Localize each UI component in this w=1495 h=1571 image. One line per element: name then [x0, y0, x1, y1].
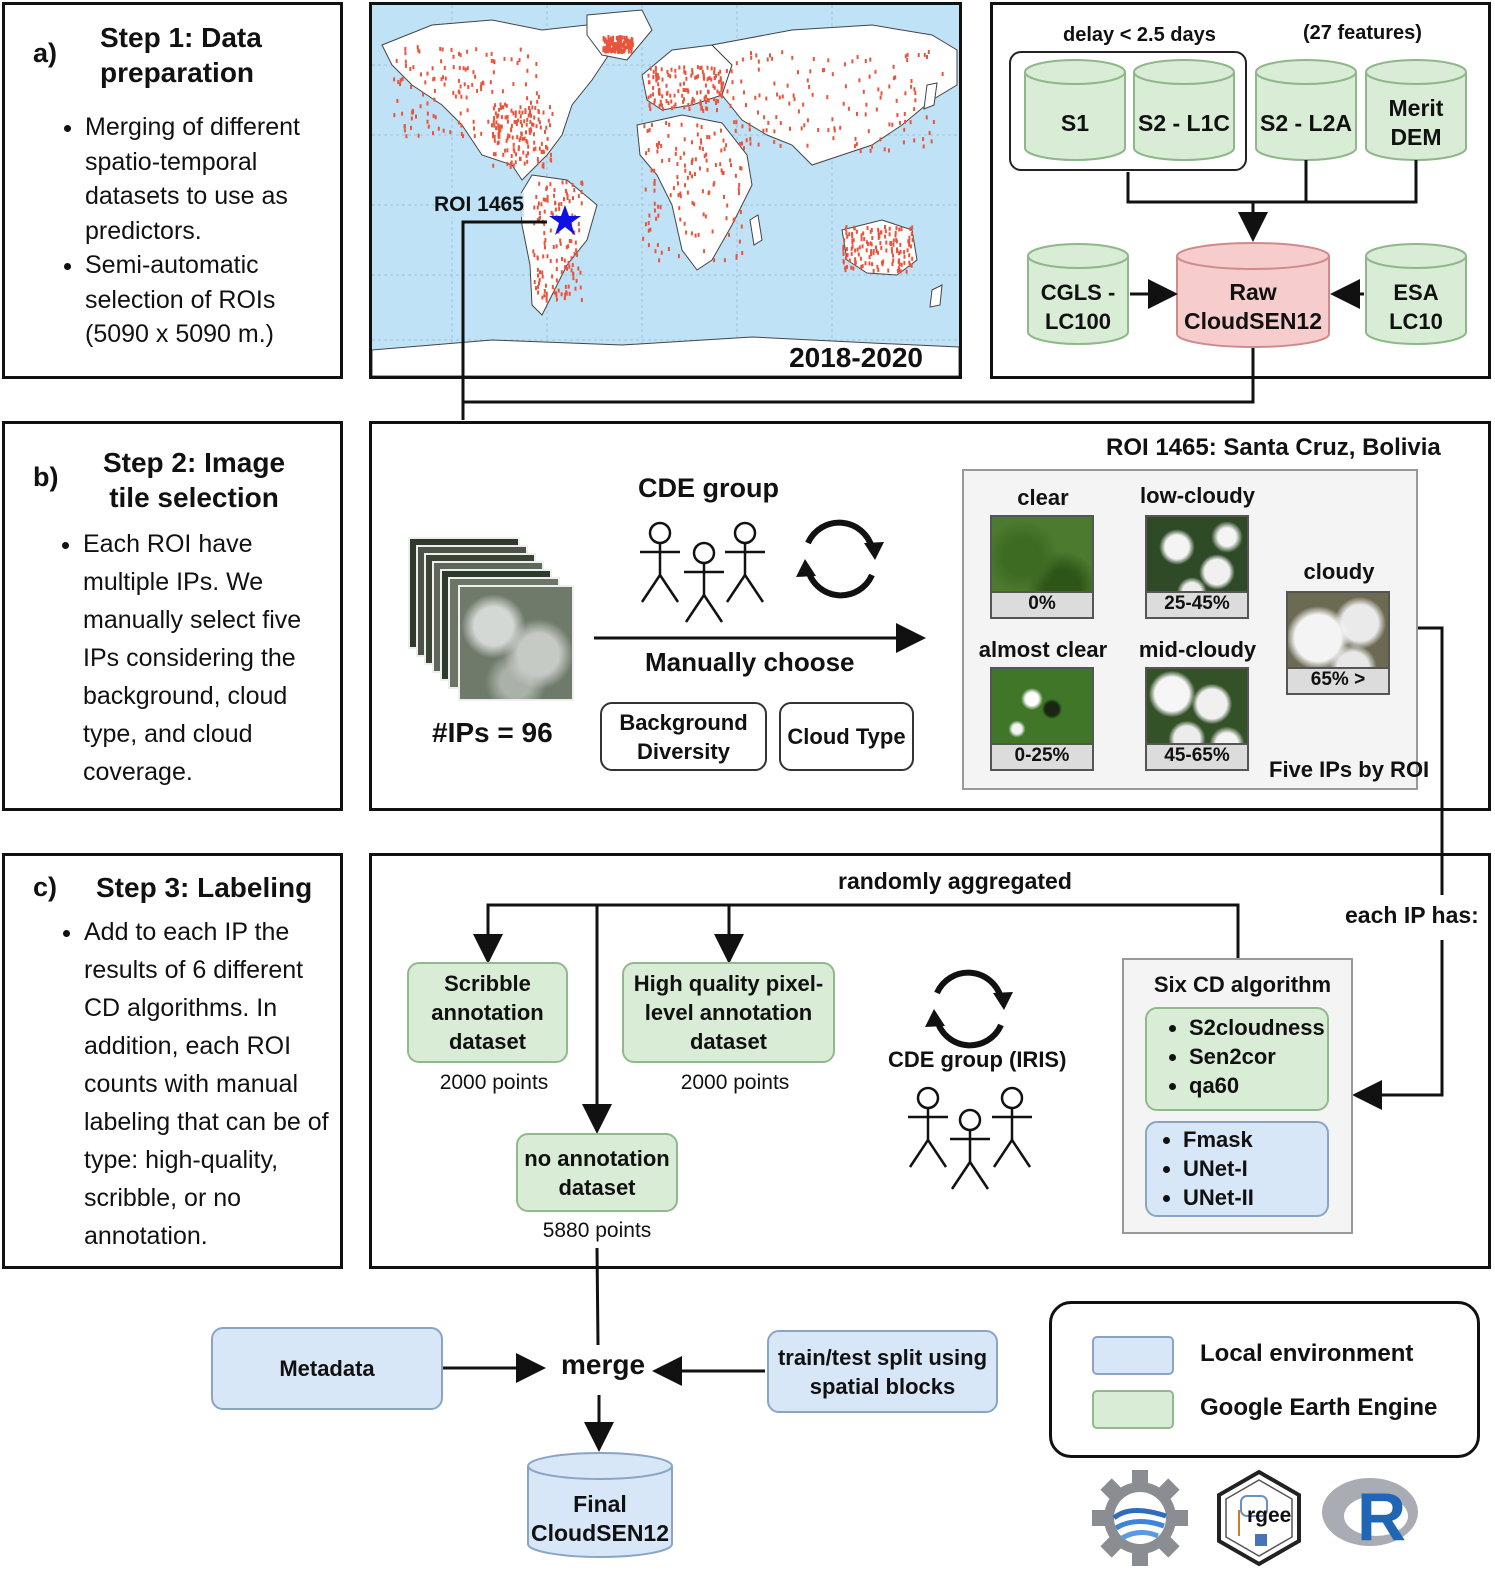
merge-label: merge — [561, 1349, 646, 1380]
features-label: (27 features) — [1303, 22, 1422, 44]
hq-dataset-box: High quality pixel-level annotation data… — [622, 962, 835, 1063]
split-box: train/test split using spatial blocks — [767, 1330, 998, 1413]
legend-gee-label: Google Earth Engine — [1200, 1394, 1438, 1421]
world-map: ROI 1465 2018-2020 — [369, 2, 962, 379]
each-ip-has-label: each IP has: — [1345, 900, 1479, 931]
randomly-aggregated-label: randomly aggregated — [838, 868, 1072, 894]
step1-title: Step 1: Data preparation — [100, 22, 262, 88]
earth-engine-logo — [1092, 1470, 1188, 1566]
background-diversity-box: Background Diversity — [600, 702, 767, 771]
map-years: 2018-2020 — [789, 342, 923, 373]
step1-bullet: Merging of different spatio-temporal dat… — [85, 110, 333, 248]
algo-s2cloudness: S2cloudness — [1189, 1013, 1327, 1042]
tile-range-almost-clear: 0-25% — [992, 743, 1092, 769]
tile-title-mid-cloudy: mid-cloudy — [1138, 637, 1257, 662]
source-cgls-label: CGLS - LC100 — [1040, 280, 1116, 334]
manually-choose-label: Manually choose — [645, 647, 855, 677]
ip-front-tile — [458, 585, 574, 701]
ip-stack — [408, 537, 574, 701]
tile-cloudy: 65% > — [1286, 591, 1390, 695]
source-raw-label: Raw CloudSEN12 — [1183, 279, 1323, 334]
scribble-dataset-box: Scribble annotation dataset — [407, 962, 568, 1063]
step2-letter: b) — [33, 462, 59, 492]
tile-range-clear: 0% — [992, 591, 1092, 617]
tile-low-cloudy: 25-45% — [1145, 515, 1249, 619]
legend-swatch-local — [1092, 1336, 1174, 1375]
map-roi-label: ROI 1465 — [434, 193, 524, 217]
algo-qa60: qa60 — [1189, 1071, 1327, 1100]
step3-letter: c) — [33, 872, 58, 902]
tile-almost-clear: 0-25% — [990, 667, 1094, 771]
roi-star-icon — [549, 205, 581, 235]
step1-letter: a) — [33, 38, 58, 68]
algo-sen2cor: Sen2cor — [1189, 1042, 1327, 1071]
delay-label: delay < 2.5 days — [1063, 24, 1216, 46]
local-algorithms-box: Fmask UNet-I UNet-II — [1145, 1121, 1329, 1217]
final-label: Final CloudSEN12 — [530, 1491, 670, 1546]
step1-bullets: Merging of different spatio-temporal dat… — [55, 110, 333, 352]
source-s2l1c-label: S2 - L1C — [1137, 109, 1231, 136]
no-annotation-points: 5880 points — [542, 1219, 652, 1242]
r-logo-letter: R — [1357, 1479, 1407, 1555]
tile-title-clear: clear — [1017, 485, 1069, 510]
source-s2l2a-label: S2 - L2A — [1259, 109, 1353, 136]
legend: Local environment Google Earth Engine — [1049, 1301, 1480, 1458]
tile-mid-cloudy: 45-65% — [1145, 667, 1249, 771]
scribble-points: 2000 points — [439, 1071, 549, 1094]
step3-bullet: Add to each IP the results of 6 differen… — [84, 913, 338, 1255]
source-s1-label: S1 — [1060, 109, 1090, 136]
metadata-box: Metadata — [211, 1327, 443, 1410]
step3-title: Step 3: Labeling — [96, 872, 313, 903]
ip-count: #IPs = 96 — [432, 717, 553, 748]
tile-title-cloudy: cloudy — [1303, 559, 1375, 584]
tile-range-low-cloudy: 25-45% — [1147, 591, 1247, 617]
algo-unet-i: UNet-I — [1183, 1154, 1327, 1183]
tile-title-almost-clear: almost clear — [978, 637, 1108, 662]
step3-bullets: Add to each IP the results of 6 differen… — [54, 913, 338, 1255]
step2-panel — [2, 421, 343, 811]
tile-title-low-cloudy: low-cloudy — [1140, 483, 1255, 508]
tile-range-mid-cloudy: 45-65% — [1147, 743, 1247, 769]
step3-panel — [2, 853, 343, 1269]
step1-panel — [2, 2, 343, 379]
cloud-type-box: Cloud Type — [779, 702, 914, 771]
rgee-logo-text: rgee — [1247, 1504, 1292, 1527]
five-ips-label: Five IPs by ROI — [1269, 757, 1430, 782]
step1-bullet: Semi-automatic selection of ROIs (5090 x… — [85, 248, 333, 352]
step2-bullets: Each ROI have multiple IPs. We manually … — [53, 525, 333, 791]
step2-title: Step 2: Image tile selection — [102, 447, 286, 513]
gee-algorithms-box: S2cloudness Sen2cor qa60 — [1145, 1007, 1329, 1111]
step2-bullet: Each ROI have multiple IPs. We manually … — [83, 525, 333, 791]
roi-title: ROI 1465: Santa Cruz, Bolivia — [1106, 434, 1441, 461]
source-esa-label: ESA LC10 — [1389, 280, 1443, 334]
legend-swatch-gee — [1092, 1390, 1174, 1429]
cde-iris-label: CDE group (IRIS) — [888, 1047, 1067, 1072]
hq-points: 2000 points — [680, 1071, 790, 1094]
legend-local-label: Local environment — [1200, 1340, 1414, 1367]
no-annotation-box: no annotation dataset — [516, 1133, 678, 1212]
source-merit-label: Merit DEM — [1388, 95, 1444, 150]
algo-unet-ii: UNet-II — [1183, 1183, 1327, 1212]
algo-fmask: Fmask — [1183, 1125, 1327, 1154]
cde-group-label: CDE group — [638, 473, 779, 503]
six-cd-title: Six CD algorithm — [1153, 972, 1332, 997]
tile-range-cloudy: 65% > — [1288, 667, 1388, 693]
tile-clear: 0% — [990, 515, 1094, 619]
